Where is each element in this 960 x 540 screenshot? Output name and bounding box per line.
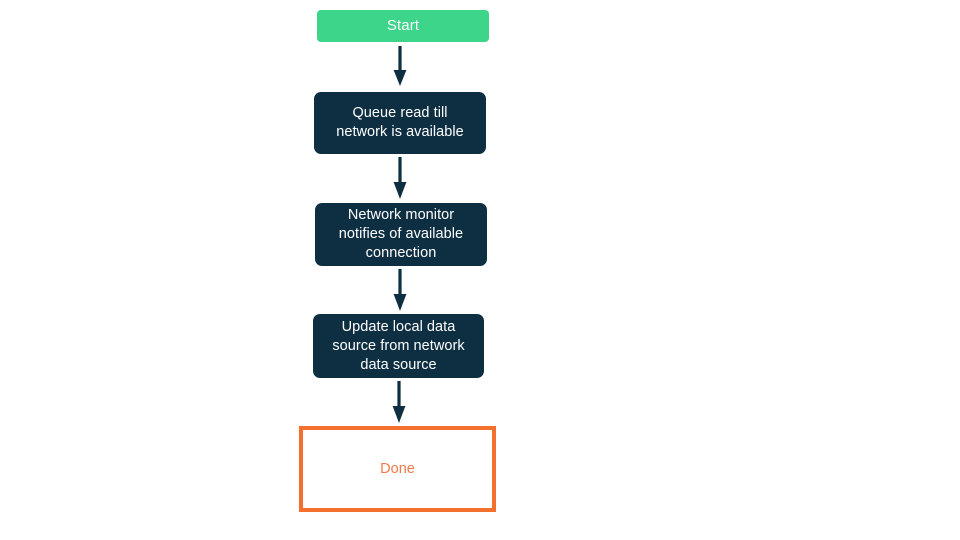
- node-network-monitor-label: Network monitor notifies of available co…: [338, 207, 464, 261]
- arrow-network-monitor-to-update-local: [391, 269, 409, 313]
- node-queue-read-label: Queue read till network is available: [336, 105, 464, 140]
- node-network-monitor[interactable]: Network monitor notifies of available co…: [315, 203, 487, 266]
- node-update-local-label: Update local data source from network da…: [332, 318, 465, 373]
- arrow-update-local-to-done: [390, 381, 408, 425]
- arrow-queue-read-to-network-monitor: [391, 157, 409, 201]
- node-update-local[interactable]: Update local data source from network da…: [313, 314, 484, 378]
- arrow-start-to-queue-read: [391, 46, 409, 88]
- node-done[interactable]: Done: [299, 426, 496, 512]
- node-done-label: Done: [380, 460, 415, 477]
- node-start-label: Start: [386, 17, 420, 34]
- node-queue-read[interactable]: Queue read till network is available: [314, 92, 486, 154]
- node-start[interactable]: Start: [317, 10, 489, 42]
